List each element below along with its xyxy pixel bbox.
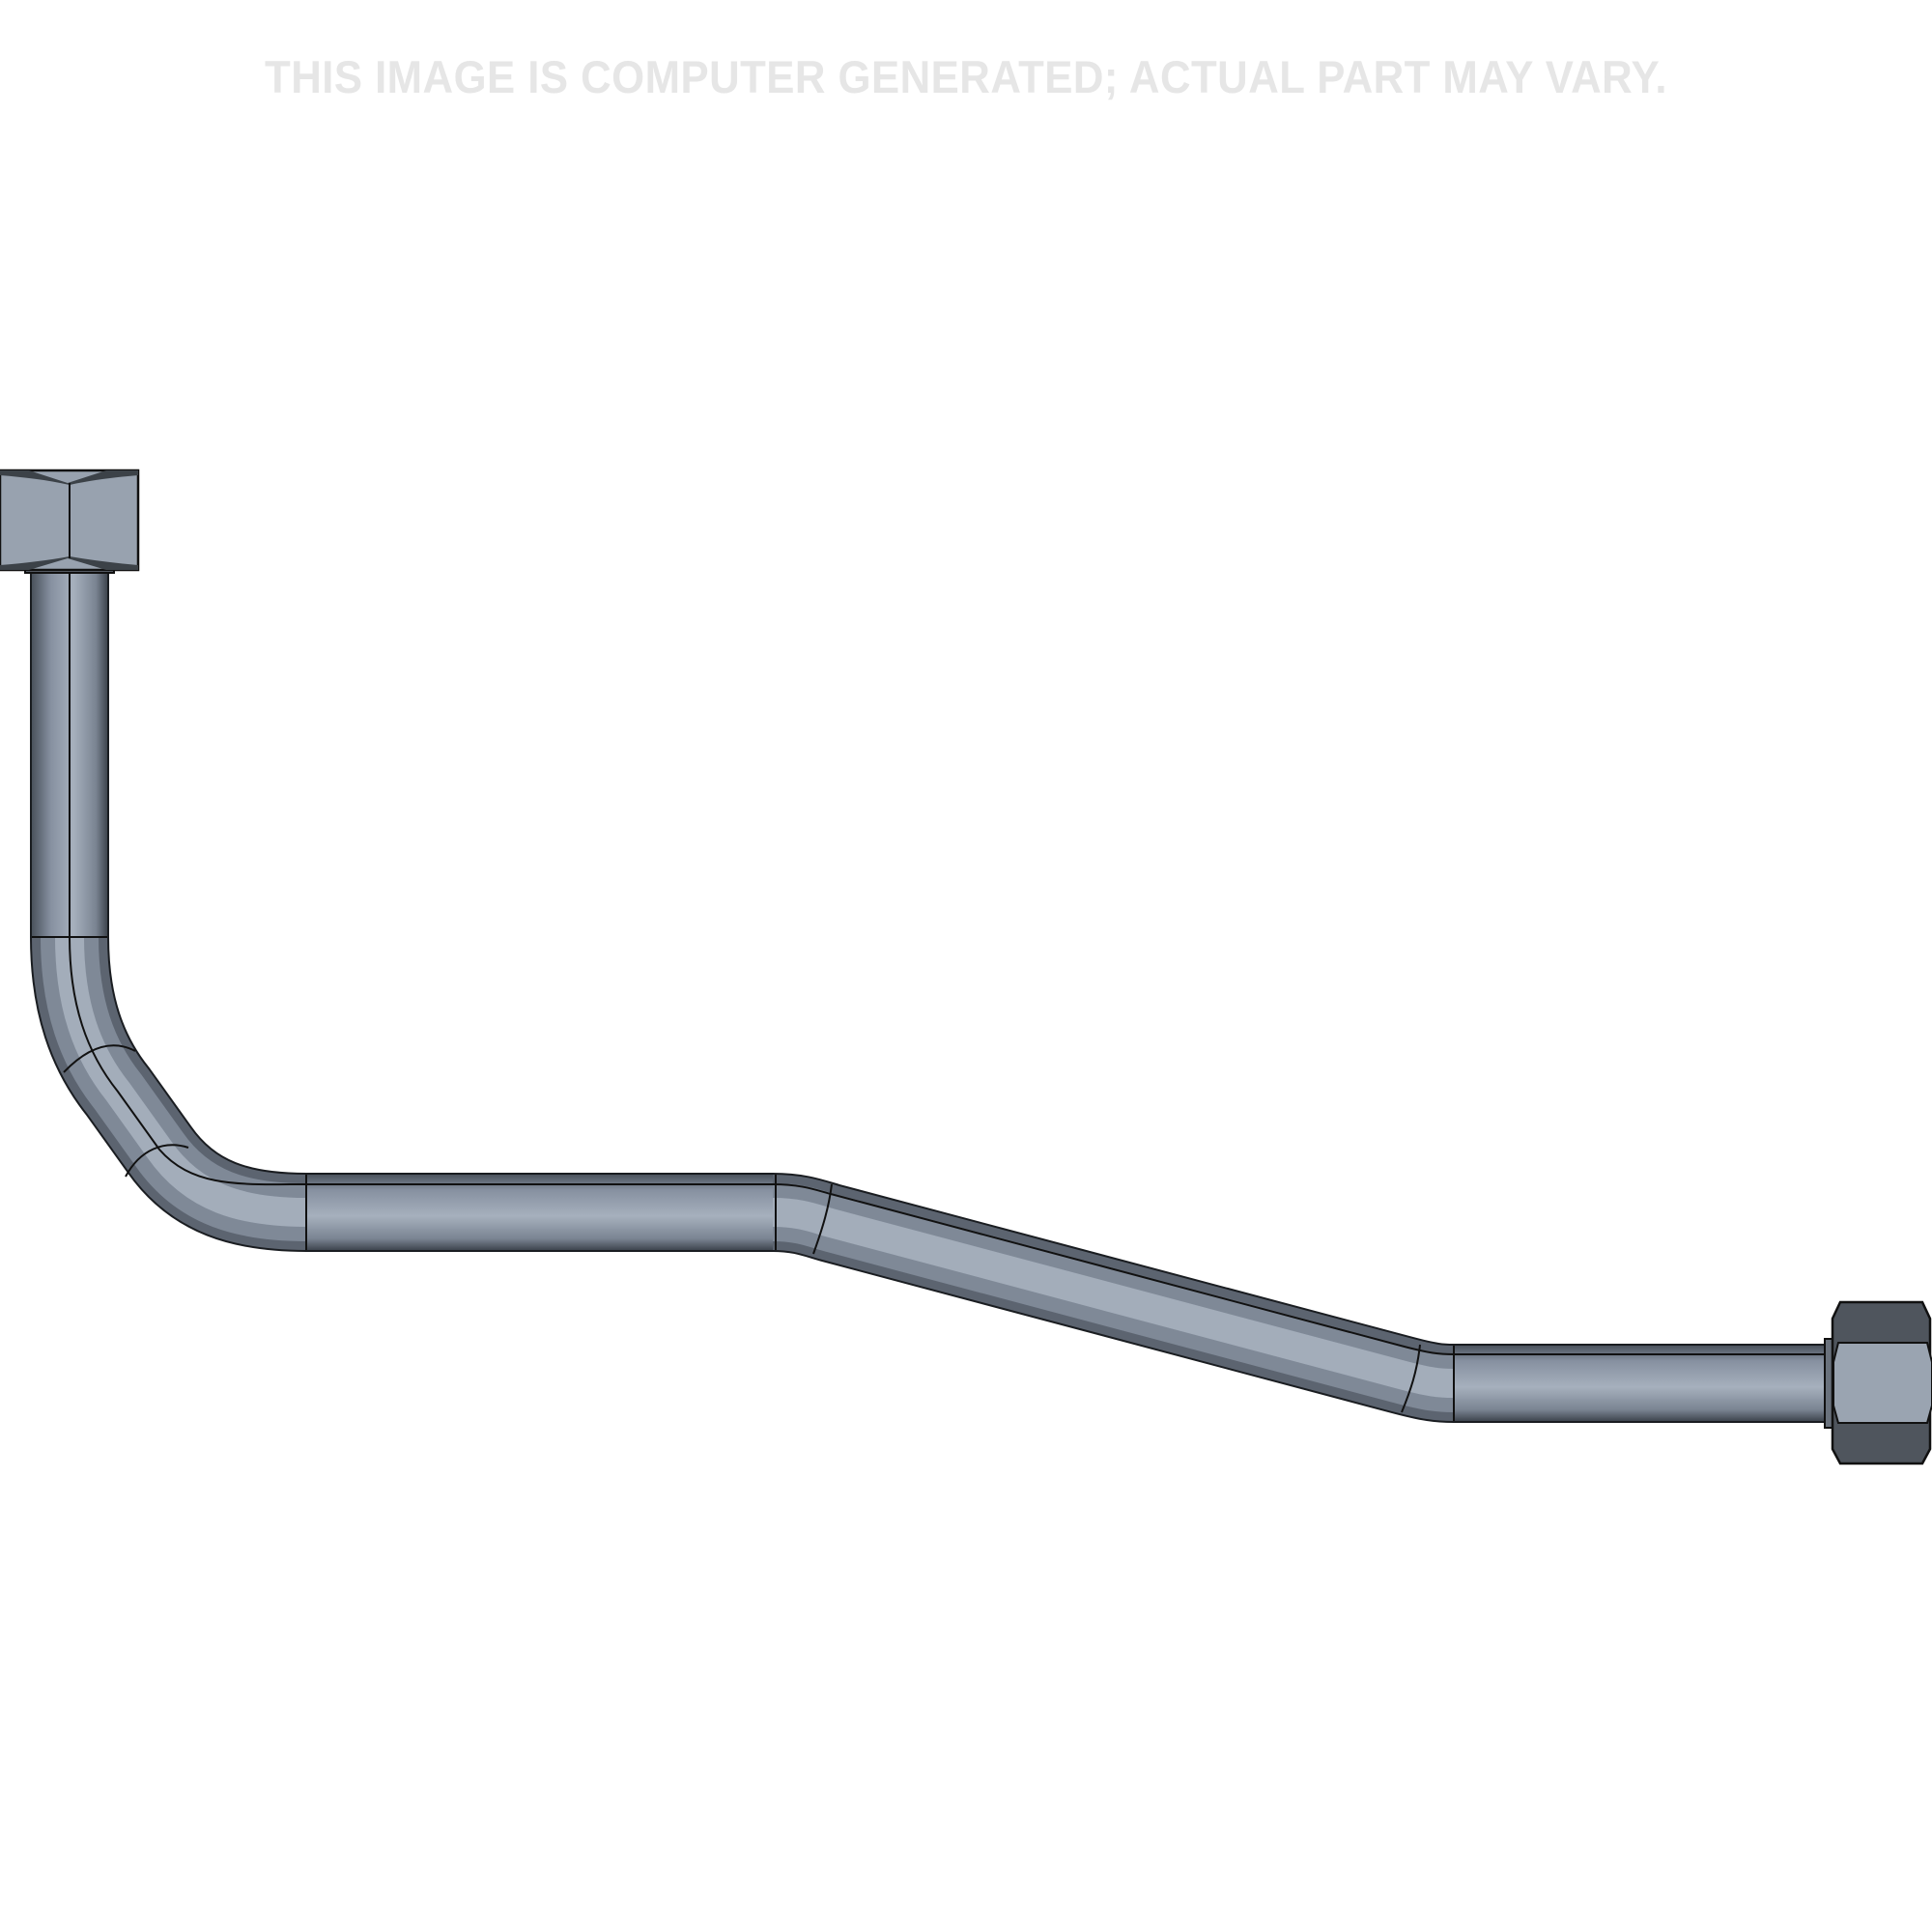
disclaimer-watermark: THIS IMAGE IS COMPUTER GENERATED; ACTUAL… — [265, 51, 1667, 102]
tube — [30, 572, 1831, 1423]
left-hex-nut — [0, 469, 140, 574]
right-hex-nut — [1824, 1300, 1932, 1465]
